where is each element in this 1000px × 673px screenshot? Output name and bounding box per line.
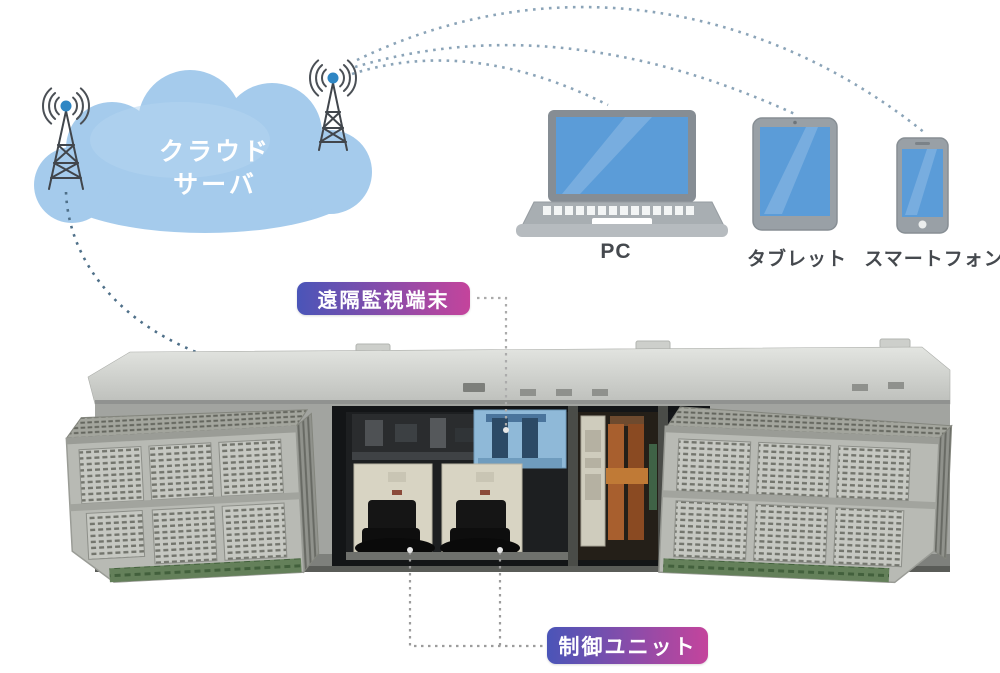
right-fan-cage xyxy=(658,406,953,584)
cage-pcb-strip xyxy=(109,558,302,583)
remote-monitoring-module xyxy=(473,409,567,469)
pc-label: PC xyxy=(600,240,632,263)
remote-label-connector xyxy=(477,296,508,430)
tablet-screen xyxy=(760,127,830,216)
link-antenna-to-tablet xyxy=(354,43,798,117)
laptop-screen xyxy=(556,117,688,194)
antenna-dot xyxy=(327,72,339,84)
link-antenna-to-pc xyxy=(351,59,609,107)
cage-pcb-strip xyxy=(662,558,890,583)
right-antenna-icon xyxy=(309,59,357,151)
antenna-dot xyxy=(60,100,72,112)
link-cloud-to-equipment xyxy=(64,191,197,354)
tablet-camera-dot xyxy=(793,120,797,125)
left-fan-cage xyxy=(65,409,320,583)
equipment-lid xyxy=(87,338,951,405)
control-unit-badge-text: 制御ユニット xyxy=(558,635,697,659)
laptop-icon xyxy=(516,110,728,237)
cloud-server-label-line1: クラウド xyxy=(158,138,271,166)
laptop-keyboard xyxy=(543,206,694,215)
control-unit-badge: 制御ユニット xyxy=(547,627,708,664)
tablet-label: タブレット xyxy=(746,249,847,270)
center-compartment xyxy=(332,406,710,566)
control-label-connector xyxy=(408,552,546,648)
smartphone-home-button xyxy=(918,220,927,229)
left-antenna-icon xyxy=(42,87,90,190)
remote-monitoring-terminal-badge: 遠隔監視端末 xyxy=(297,282,470,315)
link-antenna-to-smartphone xyxy=(356,5,926,135)
remote-monitoring-terminal-badge-text: 遠隔監視端末 xyxy=(317,290,450,312)
cloud-server-label: クラウド サーバ xyxy=(130,136,300,202)
copper-bus-unit xyxy=(578,412,658,560)
cloud-icon xyxy=(34,70,372,233)
tablet-icon xyxy=(752,117,838,231)
cloud-server-label-line2: サーバ xyxy=(173,171,257,199)
smartphone-icon xyxy=(896,137,949,234)
equipment-photo xyxy=(65,338,953,584)
smartphone-screen xyxy=(902,149,943,217)
smartphone-label: スマートフォン xyxy=(864,249,1000,270)
